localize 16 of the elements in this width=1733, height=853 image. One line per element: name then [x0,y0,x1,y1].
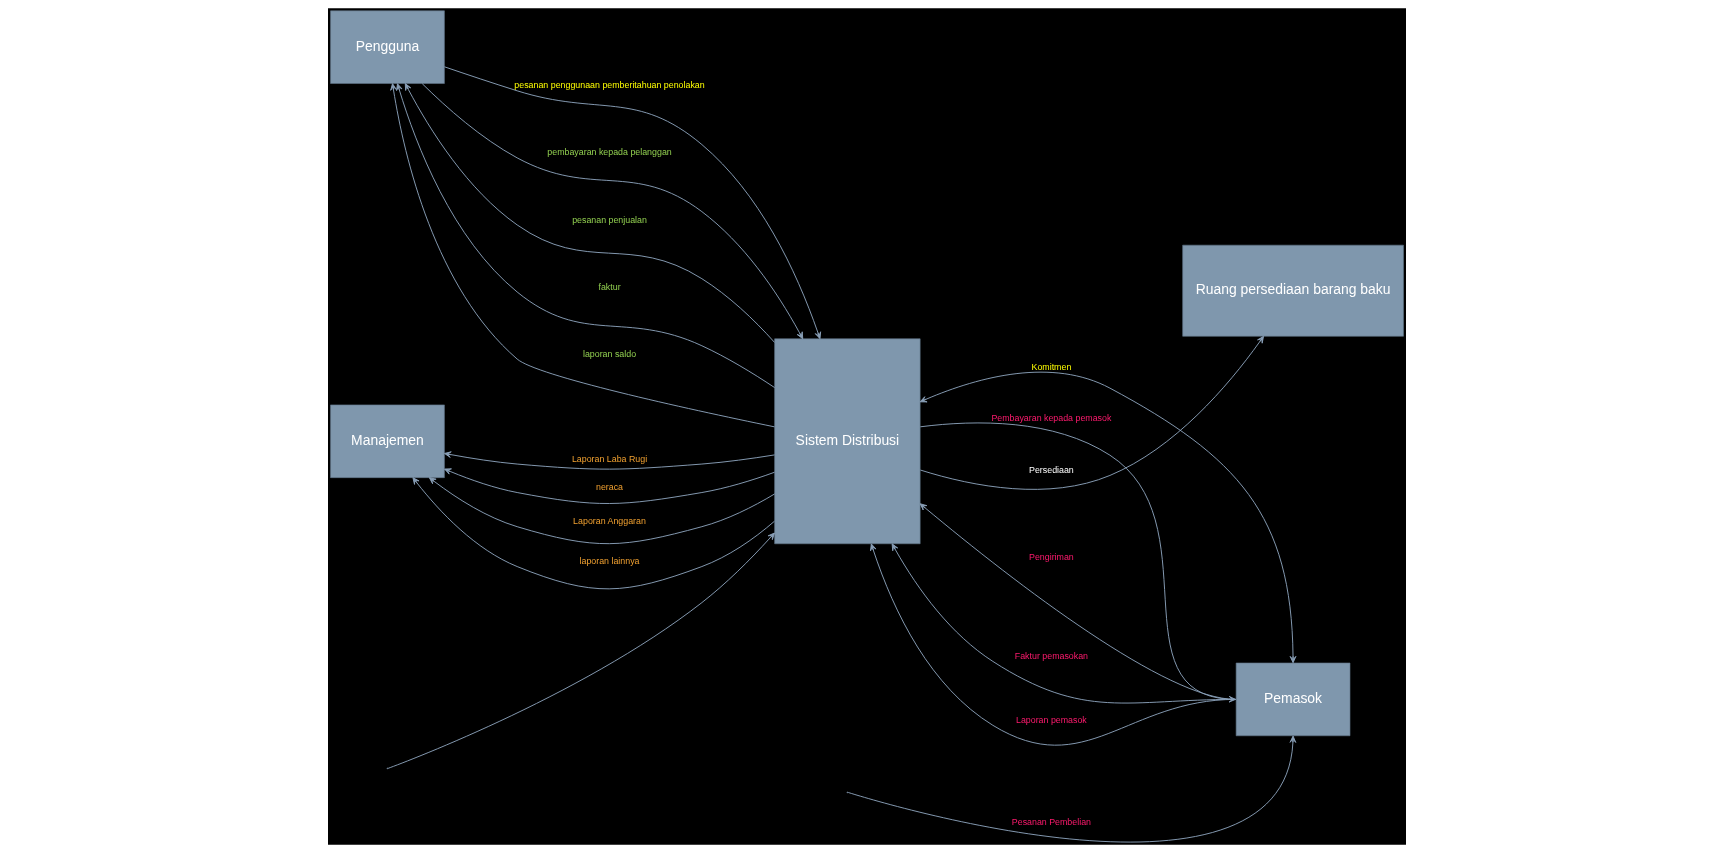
edge-label: Pesanan Pembelian [1011,817,1091,828]
edge-label: neraca [595,482,623,493]
edge-label: Laporan Laba Rugi [571,453,647,464]
edge-label: laporan lainnya [579,556,640,567]
edge-label: laporan saldo [582,348,636,359]
edge-label: Komitmen [1031,361,1071,372]
edge-label: Persediaan [1028,465,1074,476]
edge-label: pembayaran kepada pelanggan [546,147,672,158]
edge-label: Pembayaran kepada pemasok [990,413,1111,424]
edge-label: Laporan Anggaran [572,516,646,527]
edge-label: Pengiriman [1028,552,1074,563]
edge-label: pesanan penjualan [571,214,647,225]
edge-label: Faktur pemasokan [1014,651,1088,662]
edge-label: faktur [597,281,621,292]
edge-label: Laporan pemasok [1015,714,1087,725]
edge-label: pesanan penggunaan pemberitahuan penolakan [513,80,705,91]
